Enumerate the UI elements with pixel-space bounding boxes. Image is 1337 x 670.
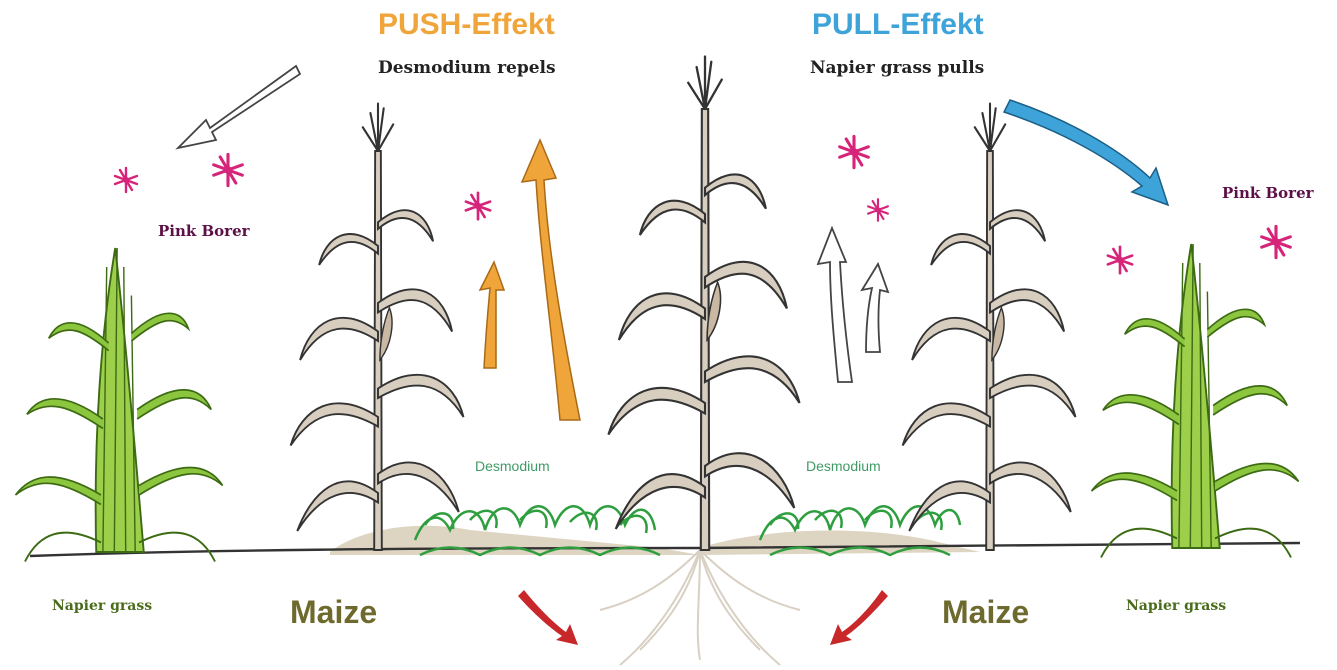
pest-label-left: Pink Borer — [158, 222, 250, 240]
pest-icon-left-2 — [214, 154, 243, 185]
repel-arrow-outline — [178, 66, 300, 148]
push-arrow-large — [522, 140, 580, 420]
pull-arrow-outline-large — [818, 228, 852, 382]
desmodium-right — [760, 506, 960, 555]
desmodium-label-left: Desmodium — [475, 458, 550, 474]
maize-plant-right — [903, 103, 1076, 550]
napier-grass-left — [15, 248, 222, 562]
pest-icon-right-3 — [1108, 247, 1132, 273]
push-effect-title: PUSH-Effekt — [378, 8, 555, 42]
pest-icon-left-3 — [466, 193, 490, 219]
pull-arrow-outline-small — [862, 264, 888, 352]
pull-arrow — [1004, 100, 1168, 205]
maize-plant-center — [608, 57, 799, 550]
napier-grass-label-left: Napier grass — [52, 598, 152, 614]
push-effect-subtitle: Desmodium repels — [378, 58, 556, 78]
root-arrow-right — [830, 590, 888, 645]
root-arrow-left — [518, 590, 578, 645]
maize-label-right: Maize — [942, 594, 1029, 631]
pest-icon-right-4 — [1262, 226, 1291, 257]
pest-label-right: Pink Borer — [1222, 184, 1314, 202]
pest-icon-right-2 — [868, 199, 888, 221]
soil-patch-left — [330, 526, 700, 555]
maize-label-left: Maize — [290, 594, 377, 631]
maize-roots — [600, 550, 800, 665]
desmodium-label-right: Desmodium — [806, 458, 881, 474]
pest-icon-right-1 — [840, 136, 869, 167]
pest-icon-left-1 — [115, 168, 137, 192]
push-arrow-small — [480, 262, 504, 368]
napier-grass-right — [1092, 244, 1299, 558]
pull-effect-title: PULL-Effekt — [812, 8, 984, 42]
napier-grass-label-right: Napier grass — [1126, 598, 1226, 614]
pull-effect-subtitle: Napier grass pulls — [810, 58, 984, 78]
maize-plant-left — [291, 103, 464, 550]
